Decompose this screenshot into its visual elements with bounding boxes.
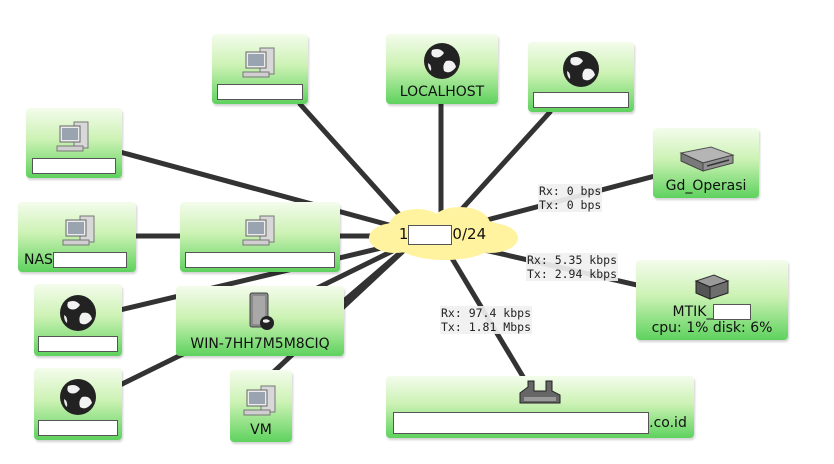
node-globe-left-2[interactable] [34, 368, 122, 440]
node-label: .co.id [649, 415, 687, 431]
node-label: NAS [24, 252, 53, 268]
node-nas[interactable]: NAS [18, 202, 136, 272]
tx-value: Tx: 0 bps [539, 198, 602, 212]
link-pc-left [117, 149, 418, 235]
redacted-box [32, 158, 116, 174]
network-device-icon [694, 274, 730, 300]
node-gd-operasi[interactable]: Gd_Operasi [653, 128, 759, 198]
node-label: MTIK_ [672, 304, 714, 320]
node-label: VM [250, 422, 272, 438]
globe-icon [563, 51, 599, 87]
node-pc-top[interactable] [212, 34, 308, 104]
node-label: LOCALHOST [399, 84, 485, 100]
router-icon [519, 380, 561, 404]
node-label: WIN-7HH7M5M8CIQ [190, 336, 330, 352]
rx-value: Rx: 97.4 kbps [441, 306, 532, 320]
redacted-box [393, 412, 650, 434]
link-pc-top [297, 101, 418, 235]
tx-value: Tx: 2.94 kbps [527, 267, 618, 281]
tx-value: Tx: 1.81 Mbps [441, 320, 532, 334]
redacted-box [408, 224, 453, 245]
node-globe-top[interactable] [528, 42, 634, 112]
redacted-box [217, 84, 303, 100]
desktop-computer-icon [242, 215, 275, 246]
network-cloud[interactable]: 1 0/24 [365, 206, 520, 262]
rx-value: Rx: 0 bps [539, 184, 602, 198]
rx-value: Rx: 5.35 kbps [527, 253, 618, 267]
desktop-computer-icon [243, 385, 276, 416]
node-vm[interactable]: VM [230, 370, 292, 442]
node-pc-left[interactable] [26, 108, 122, 178]
node-win[interactable]: WIN-7HH7M5M8CIQ [176, 286, 344, 356]
desktop-computer-icon [62, 215, 95, 246]
redacted-box [185, 252, 335, 268]
node-stats: cpu: 1% disk: 6% [651, 320, 773, 336]
windows-server-icon [249, 292, 274, 330]
traffic-label-router: Rx: 97.4 kbps Tx: 1.81 Mbps [440, 306, 533, 334]
redacted-box [533, 92, 629, 108]
network-label-suffix: 0/24 [452, 225, 487, 243]
traffic-label-mtik: Rx: 5.35 kbps Tx: 2.94 kbps [526, 253, 619, 281]
desktop-computer-icon [242, 47, 275, 78]
redacted-box [52, 252, 127, 268]
redacted-box [38, 336, 118, 352]
node-globe-left-1[interactable] [34, 284, 122, 356]
traffic-label-gd-operasi: Rx: 0 bps Tx: 0 bps [538, 184, 603, 212]
globe-icon [424, 43, 460, 79]
rack-server-icon [679, 146, 735, 172]
node-label: Gd_Operasi [665, 178, 747, 194]
redacted-box [38, 420, 118, 436]
redacted-box [713, 304, 752, 320]
node-localhost[interactable]: LOCALHOST [386, 34, 498, 104]
node-mtik[interactable]: MTIK_ cpu: 1% disk: 6% [636, 260, 788, 340]
globe-icon [60, 295, 96, 331]
link-globe-left-1 [117, 237, 418, 313]
node-router[interactable]: .co.id [386, 376, 694, 438]
node-pc-mid[interactable] [180, 202, 340, 272]
network-label-prefix: 1 [398, 225, 409, 243]
desktop-computer-icon [56, 121, 89, 152]
globe-icon [60, 379, 96, 415]
